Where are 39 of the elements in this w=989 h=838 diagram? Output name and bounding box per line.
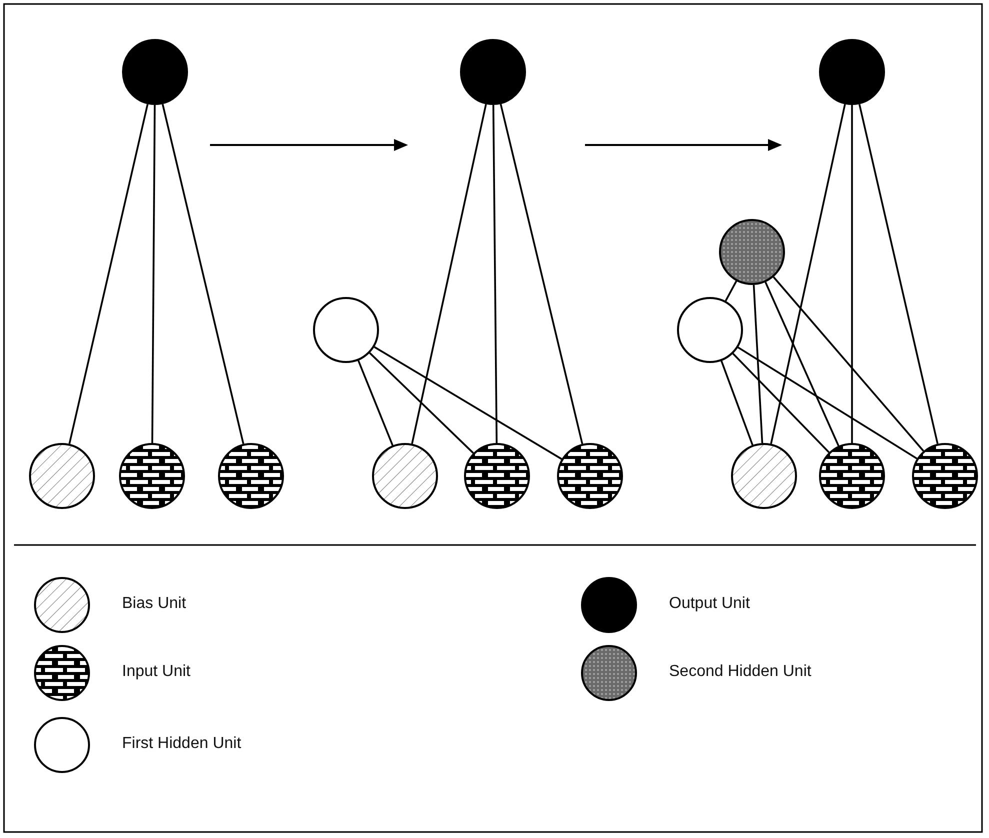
connection-line [151, 105, 156, 443]
connection-line [724, 280, 738, 302]
hidden-unit-circle [313, 297, 379, 363]
input-unit-circle [119, 443, 185, 509]
connection-line [720, 360, 754, 446]
legend-label: Bias Unit [122, 595, 186, 613]
legend-label: Input Unit [122, 663, 190, 681]
connection-line [752, 284, 764, 444]
connection-line [492, 105, 498, 443]
legend-label: Second Hidden Unit [669, 663, 812, 681]
bias-unit-circle [731, 443, 797, 509]
bias-unit-circle [29, 443, 95, 509]
output-unit-circle [819, 39, 885, 105]
input-unit-circle [464, 443, 530, 509]
input-unit-circle [218, 443, 284, 509]
connection-line [732, 353, 830, 453]
legend-label: Output Unit [669, 595, 750, 613]
connection-line [851, 105, 853, 443]
connection-line [738, 346, 918, 460]
bias-unit-circle [372, 443, 438, 509]
input-unit-circle [912, 443, 978, 509]
connection-line [858, 104, 938, 444]
connection-line [162, 104, 244, 444]
connection-line [764, 282, 840, 446]
hidden-unit-circle [719, 219, 785, 285]
connection-line [68, 104, 148, 444]
input-unit-circle [819, 443, 885, 509]
connection-line [358, 360, 394, 446]
connection-line [772, 276, 924, 452]
input-unit-circle [557, 443, 623, 509]
connection-line [500, 104, 584, 444]
output-unit-circle [460, 39, 526, 105]
output-unit-circle [122, 39, 188, 105]
connection-line [770, 104, 846, 444]
connection-line [369, 352, 474, 454]
connection-line [374, 346, 562, 460]
connection-line [411, 104, 487, 444]
legend-label: First Hidden Unit [122, 735, 242, 753]
hidden-unit-circle [677, 297, 743, 363]
